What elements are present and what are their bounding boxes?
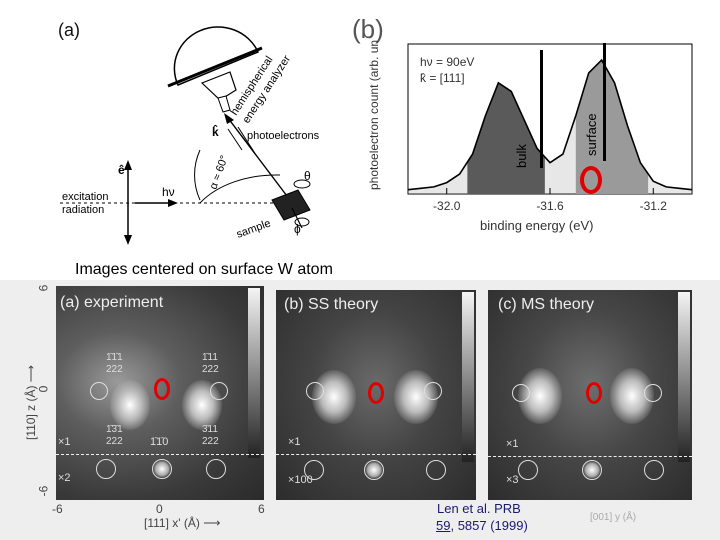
- bright-spot-left: [110, 380, 150, 430]
- photo-panel-ms-theory: (c) MS theory ×1 ×3: [488, 290, 692, 500]
- colorbar: [462, 292, 474, 462]
- panel-title-ms-theory: (c) MS theory: [498, 296, 595, 313]
- chart-y-axis-label: photoelectron count (arb. units): [367, 40, 381, 190]
- e-hat-label: ê: [118, 163, 125, 177]
- x-tick-right: 6: [258, 502, 265, 516]
- colorbar: [678, 292, 690, 462]
- bulk-tick: [540, 50, 543, 168]
- panel-title-ss-theory: (b) SS theory: [284, 296, 379, 313]
- ring-right: [424, 382, 442, 400]
- x-tick-label: -32.0: [433, 199, 461, 213]
- scale-bottom: ×3: [506, 474, 519, 486]
- dashed-divider: [488, 456, 692, 457]
- spot-label-center: 1̄1̄0: [150, 436, 169, 448]
- photo-y-axis-label: [110] z (Å) ⟶: [24, 365, 38, 440]
- dashed-divider: [276, 454, 476, 455]
- panel-a-label: (a): [58, 20, 80, 40]
- spot-label-bl-1: 1̄3̄1: [106, 424, 123, 435]
- spot-label-tl-2: 222: [106, 364, 123, 375]
- colorbar: [248, 288, 260, 458]
- center-marker-circle: [586, 382, 602, 404]
- spectrum-chart: -32.0 -31.6 -31.2 hν = 90eV k̂ = [111] pho…: [367, 40, 693, 233]
- ring-left: [512, 384, 530, 402]
- citation-rest: , 5857 (1999): [450, 518, 528, 533]
- x-tick-left: -6: [52, 502, 63, 516]
- third-panel-axis-label: [001] y (Å): [590, 512, 637, 523]
- x-tick-mid: 0: [156, 502, 163, 516]
- sample-label: sample: [235, 217, 272, 240]
- center-marker-circle: [368, 382, 384, 404]
- ring-right: [644, 384, 662, 402]
- radiation-label: radiation: [62, 204, 104, 216]
- scale-top: ×1: [58, 436, 71, 448]
- ring-bottom-3: [206, 459, 226, 479]
- surface-label: surface: [584, 113, 599, 156]
- x-tick-label: -31.6: [536, 199, 564, 213]
- shaded-region-surface: [575, 61, 649, 195]
- alpha-label: α ≈ 60°: [208, 154, 231, 191]
- ring-bottom-1: [96, 459, 116, 479]
- dashed-divider: [56, 454, 264, 455]
- ring-bottom-3: [426, 460, 446, 480]
- citation-line-2: 59, 5857 (1999): [436, 518, 528, 533]
- y-tick-top: 6: [36, 284, 51, 292]
- spot-label-tr-2: 222: [202, 364, 219, 375]
- spot-label-bl-2: 222: [106, 436, 123, 447]
- photo-panel-ss-theory: (b) SS theory ×1 ×100: [276, 290, 476, 500]
- surface-marker-circle: [580, 166, 602, 194]
- ring-right: [210, 382, 228, 400]
- photo-panel-experiment: (a) experiment 1̄1̄1 222 1̄11 222 1̄3̄1 …: [56, 286, 264, 500]
- hv-label: hν: [162, 185, 175, 199]
- phi-label: ϕ: [294, 222, 301, 236]
- theta-label: θ: [304, 169, 311, 183]
- shaded-region-bulk: [467, 82, 545, 194]
- ring-left: [306, 382, 324, 400]
- scale-top: ×1: [506, 438, 519, 450]
- ring-left: [90, 382, 108, 400]
- citation-volume: 59: [436, 518, 451, 533]
- spot-label-tl-1: 1̄1̄1: [106, 352, 123, 363]
- photo-x-axis-label: [111] x' (Å) ⟶: [144, 516, 221, 530]
- photoelectrons-label: photoelectrons: [247, 130, 320, 142]
- spot-label-br-2: 222: [202, 436, 219, 447]
- chart-x-axis-label: binding energy (eV): [480, 218, 593, 233]
- panel-b-label: (b): [352, 14, 384, 44]
- k-hat-label: k̂: [212, 124, 219, 139]
- scale-bottom: ×2: [58, 472, 71, 484]
- spot-label-tr-1: 1̄11: [202, 352, 218, 363]
- ring-bottom-2: [364, 460, 384, 480]
- chart-annotation-2: k̂ = [111]: [420, 71, 465, 85]
- surface-tick: [603, 43, 606, 161]
- chart-annotation-1: hν = 90eV: [420, 55, 474, 69]
- analyzer-icon: [167, 26, 263, 113]
- ring-bottom-2: [582, 460, 602, 480]
- scale-top: ×1: [288, 436, 301, 448]
- spot-label-br-1: 3̄11: [202, 424, 218, 435]
- excitation-label: excitation: [62, 191, 108, 203]
- center-marker-circle: [154, 378, 170, 400]
- ring-bottom-1: [518, 460, 538, 480]
- y-tick-mid: 0: [36, 385, 51, 393]
- ring-bottom-3: [644, 460, 664, 480]
- y-tick-bottom: -6: [36, 485, 51, 497]
- x-tick-label: -31.2: [640, 199, 668, 213]
- section-title: Images centered on surface W atom: [75, 261, 333, 278]
- citation-line-1: Len et al. PRB: [437, 501, 521, 516]
- ring-bottom-2: [152, 459, 172, 479]
- ring-bottom-1: [304, 460, 324, 480]
- panel-title-experiment: (a) experiment: [60, 294, 164, 311]
- bulk-label: bulk: [514, 144, 529, 168]
- spectrum-line: [407, 58, 693, 191]
- schematic-diagram: hemispherical energy analyzer k̂ photoel…: [60, 26, 320, 245]
- sample-icon: [271, 179, 311, 229]
